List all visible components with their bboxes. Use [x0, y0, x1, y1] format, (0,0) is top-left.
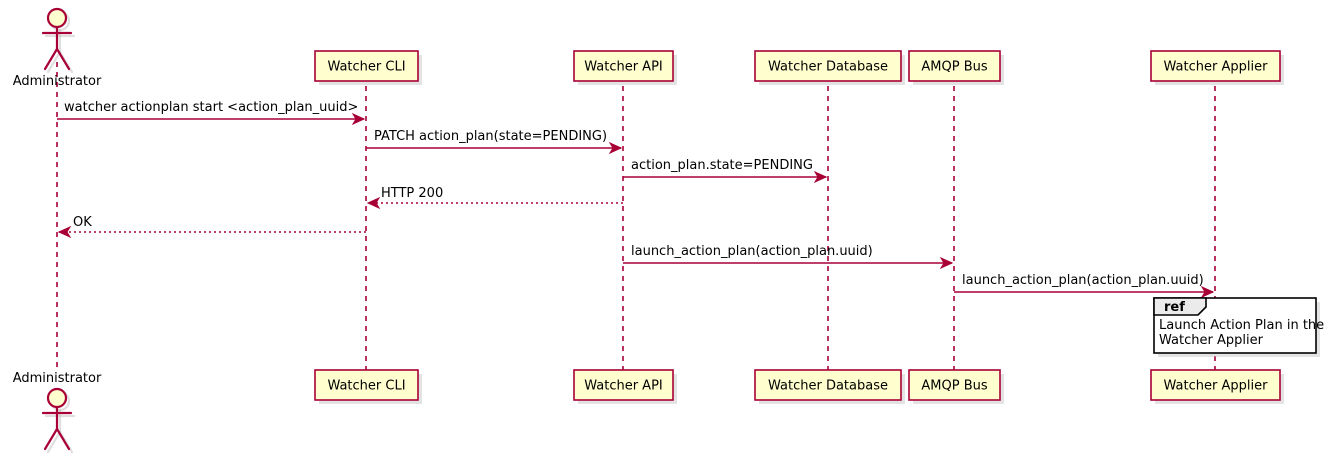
participant-box-watcher-database[interactable] — [754, 50, 902, 82]
participant-box-watcher-database[interactable] — [754, 369, 902, 401]
actor-head-icon — [46, 7, 68, 29]
participant-box-watcher-applier[interactable] — [1150, 50, 1281, 82]
actor-leg-l-shadow — [46, 50, 62, 74]
participant-box-watcher-api[interactable] — [573, 50, 674, 82]
actor-label-administrator: Administrator — [13, 74, 102, 89]
participant-box-watcher-cli[interactable] — [314, 369, 419, 401]
participant-watcher-database[interactable]: Watcher Database — [754, 369, 905, 404]
message-label-2: PATCH action_plan(state=PENDING) — [374, 129, 607, 144]
ref-tab-label: ref — [1164, 300, 1185, 315]
participant-watcher-applier[interactable]: Watcher Applier — [1150, 50, 1284, 85]
ref-text-line-0: Launch Action Plan in the — [1159, 318, 1324, 333]
participant-box-watcher-cli[interactable] — [314, 50, 419, 82]
participant-label-watcher-api: Watcher API — [584, 379, 663, 394]
message-arrowhead-4 — [366, 196, 381, 210]
participant-label-watcher-api: Watcher API — [584, 60, 663, 75]
message-label-3: action_plan.state=PENDING — [631, 158, 813, 173]
actor-leg-l-shadow — [46, 430, 62, 454]
participant-watcher-api[interactable]: Watcher API — [573, 369, 677, 404]
message-5[interactable]: OK — [57, 215, 366, 239]
participant-watcher-cli[interactable]: Watcher CLI — [314, 369, 422, 404]
message-arrowhead-1 — [351, 112, 366, 126]
participant-label-watcher-applier: Watcher Applier — [1164, 379, 1269, 394]
message-arrowhead-7 — [1200, 285, 1215, 299]
participant-label-watcher-cli: Watcher CLI — [327, 60, 405, 75]
participant-box-watcher-applier[interactable] — [1150, 369, 1281, 401]
message-2[interactable]: PATCH action_plan(state=PENDING) — [366, 129, 623, 155]
participant-label-watcher-cli: Watcher CLI — [327, 379, 405, 394]
ref-tab — [1153, 297, 1207, 316]
participant-amqp-bus[interactable]: AMQP Bus — [908, 50, 1004, 85]
participant-watcher-database[interactable]: Watcher Database — [754, 50, 905, 85]
message-label-1: watcher actionplan start <action_plan_uu… — [64, 100, 358, 115]
participant-label-watcher-database: Watcher Database — [768, 60, 888, 75]
participant-watcher-applier[interactable]: Watcher Applier — [1150, 369, 1284, 404]
participant-label-watcher-applier: Watcher Applier — [1164, 60, 1269, 75]
participant-box-watcher-api[interactable] — [573, 369, 674, 401]
participant-box-amqp-bus[interactable] — [908, 50, 1001, 82]
participant-box-amqp-bus[interactable] — [908, 369, 1001, 401]
message-6[interactable]: launch_action_plan(action_plan.uuid) — [623, 244, 954, 270]
participant-label-amqp-bus: AMQP Bus — [921, 60, 987, 75]
message-label-7: launch_action_plan(action_plan.uuid) — [962, 273, 1204, 288]
message-arrowhead-3 — [813, 170, 828, 184]
message-4[interactable]: HTTP 200 — [366, 186, 623, 210]
message-arrowhead-2 — [608, 141, 623, 155]
participant-label-watcher-database: Watcher Database — [768, 379, 888, 394]
message-label-4: HTTP 200 — [381, 186, 443, 201]
participant-label-amqp-bus: AMQP Bus — [921, 379, 987, 394]
actor-leg-right — [55, 47, 71, 71]
participant-watcher-api[interactable]: Watcher API — [573, 50, 677, 85]
message-arrowhead-5 — [57, 225, 72, 239]
message-1[interactable]: watcher actionplan start <action_plan_uu… — [57, 100, 366, 126]
participant-administrator[interactable]: Administrator — [13, 7, 102, 89]
actor-leg-left — [43, 427, 59, 451]
ref-text-line-1: Watcher Applier — [1159, 333, 1264, 348]
actor-leg-left — [43, 47, 59, 71]
participant-administrator[interactable]: Administrator — [13, 371, 102, 454]
participant-watcher-cli[interactable]: Watcher CLI — [314, 50, 422, 85]
actor-label-administrator: Administrator — [13, 371, 102, 386]
message-arrowhead-6 — [939, 256, 954, 270]
participant-amqp-bus[interactable]: AMQP Bus — [908, 369, 1004, 404]
message-label-5: OK — [73, 215, 92, 230]
message-label-6: launch_action_plan(action_plan.uuid) — [631, 244, 873, 259]
message-7[interactable]: launch_action_plan(action_plan.uuid) — [954, 273, 1215, 299]
message-3[interactable]: action_plan.state=PENDING — [623, 158, 828, 184]
actor-leg-right — [55, 427, 71, 451]
actor-head-icon — [46, 387, 68, 409]
